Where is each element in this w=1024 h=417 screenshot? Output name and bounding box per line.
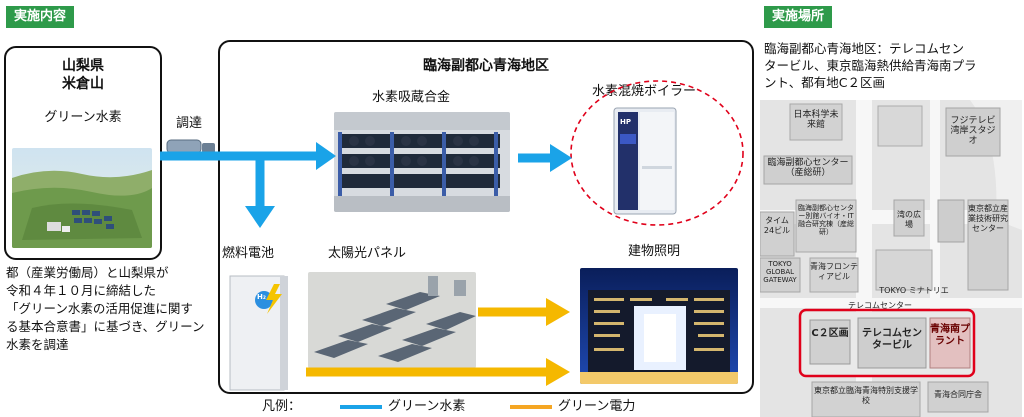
- boiler-badge: HP: [620, 118, 631, 126]
- note-line: 水素を調達: [6, 337, 69, 352]
- area-title: 臨海副都心青海地区: [423, 58, 549, 74]
- map-label-square: 湾の広場: [897, 210, 921, 229]
- map-label-mitore: TOKYO ミナトリエ: [879, 286, 949, 295]
- fuelcell-badge: H₂: [257, 293, 266, 301]
- section-tag-location: 実施場所: [764, 6, 833, 28]
- legend-swatch-power: [510, 405, 552, 409]
- note-line: 都（産業労働局）と山梨県が: [6, 265, 169, 280]
- solar-panels-photo: [308, 272, 476, 368]
- storage-label: 水素吸蔵合金: [372, 90, 451, 105]
- solar-label: 太陽光パネル: [328, 246, 407, 261]
- yonekurayama-photo: [12, 148, 152, 248]
- map-label-telecom-building: テレコムセンタービル: [862, 328, 922, 351]
- map-label-frontier: 青海フロンティアビル: [810, 262, 858, 281]
- legend-label-hydrogen: グリーン水素: [388, 399, 466, 414]
- map-label-science-museum: 日本科学未来館: [793, 110, 839, 130]
- location-description: 臨海副都心青海地区：テレコムセン タービル、東京臨海熱供給青海南プラ ント、都有…: [764, 40, 1022, 91]
- agreement-note: 都（産業労働局）と山梨県が 令和４年１０月に締結した 「グリーン水素の活用促進に…: [6, 264, 211, 354]
- boiler-unit: HP: [612, 106, 678, 216]
- map-label-time24: タイム24ビル: [763, 216, 791, 235]
- site-map: 日本科学未来館 フジテレビ湾岸スタジオ 臨海副都心センター（産総研） 臨海副都心…: [760, 100, 1022, 417]
- fuel-cell-unit: H₂: [226, 274, 292, 392]
- boiler-label: 水素混焼ボイラー: [592, 84, 697, 99]
- hydrogen-arrowhead: [550, 144, 572, 172]
- map-label-gov-bldg: 青海合同庁舎: [934, 390, 982, 399]
- hydrogen-arrowhead: [316, 142, 336, 170]
- fuelcell-label: 燃料電池: [222, 246, 275, 261]
- location-line: 臨海副都心青海地区：テレコムセン: [764, 41, 965, 56]
- map-label-telecom-center: テレコムセンター: [848, 301, 912, 310]
- legend-swatch-hydrogen: [340, 405, 382, 409]
- note-line: る基本合意書」に基づき、グリーン: [6, 319, 205, 334]
- map-label-bio: 臨海副都心センター別館バイオ・IT融合研究棟（産総研）: [798, 204, 854, 236]
- legend-label-power: グリーン電力: [558, 399, 636, 414]
- power-arrowhead: [546, 358, 570, 386]
- map-label-tokyo-gateway: TOKYO GLOBAL GATEWAY: [763, 260, 797, 284]
- legend: 凡例： グリーン水素 グリーン電力: [262, 398, 702, 416]
- location-line: ント、都有地C２区画: [764, 75, 885, 90]
- map-label-school: 東京都立臨海青海特別支援学校: [814, 386, 918, 405]
- note-line: 令和４年１０月に締結した: [6, 283, 157, 298]
- procure-label: 調達: [176, 116, 203, 131]
- map-label-south-plant: 青海南プラント: [930, 324, 970, 347]
- building-lighting-photo: [580, 268, 738, 384]
- map-label-c2: C２区画: [811, 328, 849, 339]
- legend-prefix: 凡例：: [262, 399, 302, 414]
- origin-prefecture: 山梨県: [62, 58, 104, 74]
- storage-alloy-photo: [334, 112, 510, 212]
- map-label-center: 臨海副都心センター（産総研）: [767, 158, 849, 178]
- hydrogen-arrowhead: [245, 206, 275, 228]
- section-tag-content: 実施内容: [6, 6, 75, 28]
- location-line: タービル、東京臨海熱供給青海南プラ: [764, 58, 977, 73]
- map-label-fuji: フジテレビ湾岸スタジオ: [950, 116, 996, 146]
- origin-product: グリーン水素: [44, 110, 122, 125]
- note-line: 「グリーン水素の活用促進に関す: [6, 301, 193, 316]
- origin-box: 山梨県 米倉山 グリーン水素: [4, 46, 162, 260]
- boiler-highlight: [568, 78, 746, 228]
- power-arrowhead: [546, 298, 570, 326]
- lighting-label: 建物照明: [628, 244, 681, 259]
- map-label-research-center: 東京都立産業技術研究センター: [968, 204, 1008, 233]
- origin-place: 米倉山: [62, 76, 104, 92]
